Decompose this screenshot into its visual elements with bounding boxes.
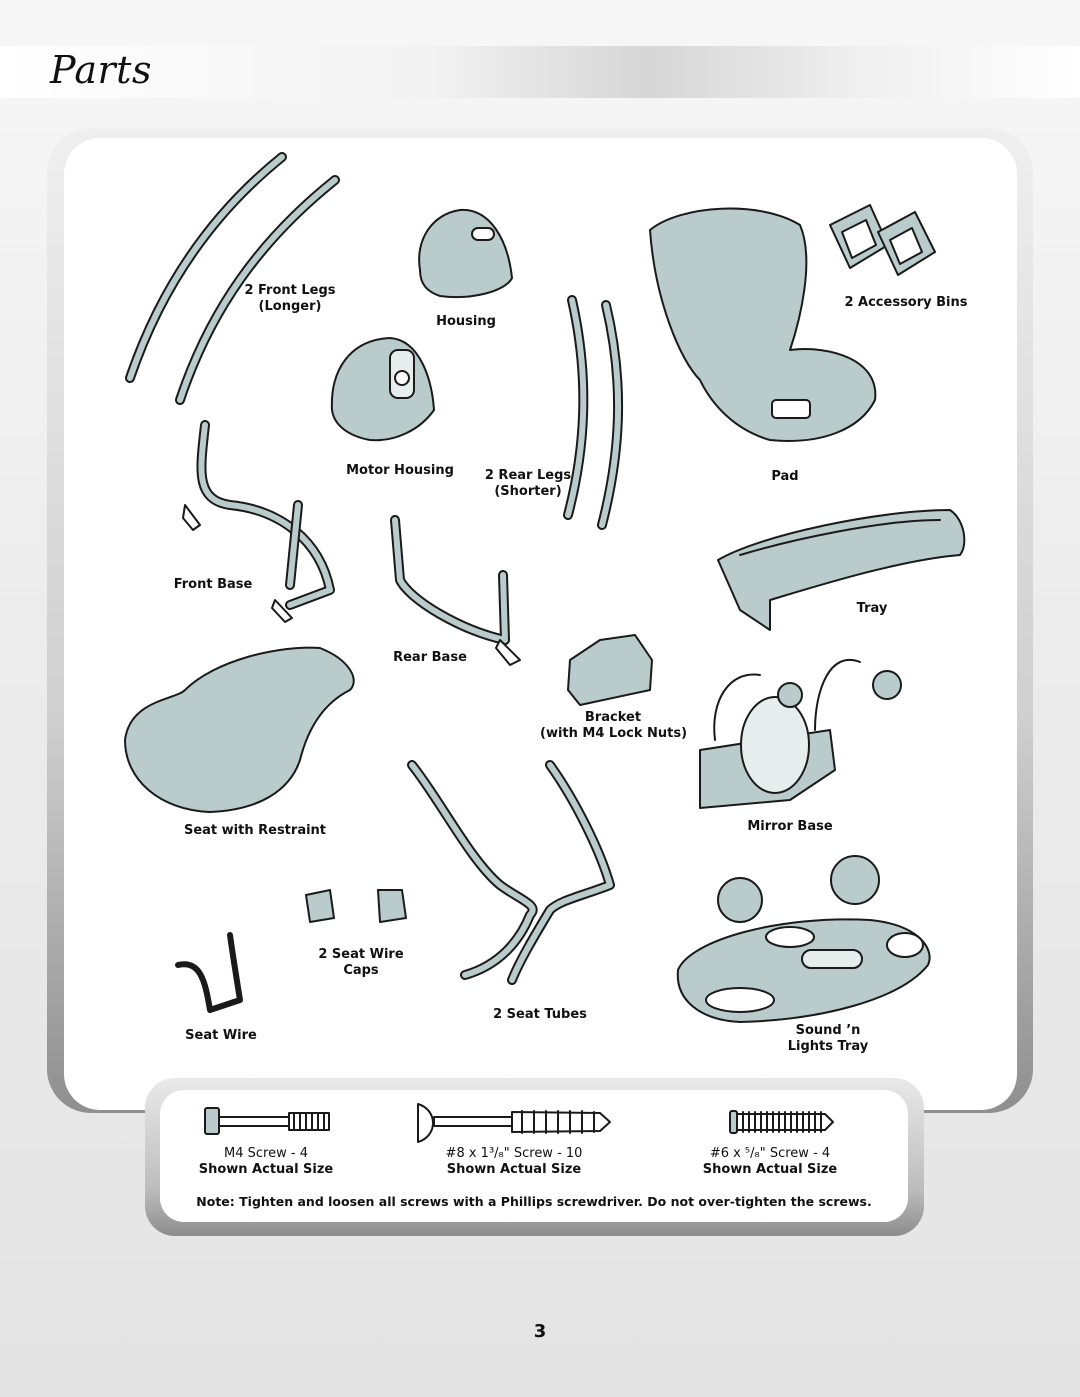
label-tray: Tray	[856, 601, 888, 616]
label-seat-wire-caps: 2 Seat Wire Caps	[312, 947, 410, 979]
label-housing: Housing	[436, 314, 496, 329]
label-seat-tubes: 2 Seat Tubes	[493, 1007, 587, 1022]
seat-illustration	[124, 646, 355, 813]
rear-leg-illustration	[563, 295, 624, 530]
label-m4-screw-name: M4 Screw - 4	[224, 1146, 308, 1161]
label-front-base: Front Base	[173, 577, 253, 592]
tray-illustration	[717, 509, 966, 631]
label-no8-screw-name: #8 x 1³/₈" Screw - 10	[445, 1146, 583, 1161]
sound-lights-tray-illustration	[676, 855, 931, 1023]
label-rear-legs: 2 Rear Legs (Shorter)	[480, 468, 576, 500]
label-sound-lights-tray-line2: Lights Tray	[787, 1039, 869, 1054]
no8-screw-icon	[417, 1103, 611, 1143]
label-no6-screw-note: Shown Actual Size	[702, 1162, 838, 1177]
label-no8-screw: #8 x 1³/₈" Screw - 10 Shown Actual Size	[436, 1146, 592, 1178]
title-bar	[0, 46, 1080, 98]
label-seat-with-restraint: Seat with Restraint	[183, 823, 327, 838]
label-no6-screw: #6 x ⁵/₈" Screw - 4 Shown Actual Size	[700, 1146, 840, 1178]
label-motor-housing: Motor Housing	[346, 463, 454, 478]
label-rear-legs-line2: (Shorter)	[494, 484, 562, 499]
label-bracket-line2: (with M4 Lock Nuts)	[540, 726, 688, 741]
label-sound-lights-tray-line1: Sound ’n	[795, 1023, 861, 1038]
label-front-legs-line1: 2 Front Legs	[244, 283, 336, 298]
label-mirror-base: Mirror Base	[747, 819, 833, 834]
label-seat-wire: Seat Wire	[185, 1028, 257, 1043]
page-number: 3	[533, 1321, 547, 1342]
label-m4-screw-note: Shown Actual Size	[198, 1162, 334, 1177]
accessory-bins-illustration	[829, 204, 936, 276]
seat-tubes-illustration	[407, 760, 615, 985]
label-rear-legs-line1: 2 Rear Legs	[484, 468, 572, 483]
front-base-illustration	[182, 420, 335, 623]
page-title: Parts	[50, 48, 152, 92]
front-leg-illustration	[125, 152, 340, 405]
bracket-illustration	[567, 634, 653, 706]
label-no6-screw-name: #6 x ⁵/₈" Screw - 4	[709, 1146, 831, 1161]
pad-illustration	[649, 207, 877, 442]
label-m4-screw: M4 Screw - 4 Shown Actual Size	[196, 1146, 336, 1178]
rear-base-illustration	[390, 515, 521, 666]
label-bracket: Bracket (with M4 Lock Nuts)	[540, 710, 688, 742]
m4-screw-icon	[204, 1107, 330, 1135]
label-seat-wire-caps-line1: 2 Seat Wire	[318, 947, 404, 962]
screw-note: Note: Tighten and loosen all screws with…	[196, 1194, 872, 1209]
label-bracket-line1: Bracket	[584, 710, 642, 725]
label-accessory-bins: 2 Accessory Bins	[844, 295, 968, 310]
seat-wire-illustration	[175, 932, 243, 1013]
no6-screw-icon	[729, 1110, 834, 1134]
label-seat-wire-caps-line2: Caps	[343, 963, 379, 978]
seat-wire-caps-illustration	[305, 889, 335, 923]
label-sound-lights-tray: Sound ’n Lights Tray	[780, 1023, 876, 1055]
mirror-base-illustration	[699, 658, 902, 809]
label-front-legs: 2 Front Legs (Longer)	[230, 283, 350, 315]
label-rear-base: Rear Base	[393, 650, 467, 665]
label-front-legs-line2: (Longer)	[258, 299, 322, 314]
label-pad: Pad	[771, 469, 799, 484]
label-no8-screw-note: Shown Actual Size	[446, 1162, 582, 1177]
